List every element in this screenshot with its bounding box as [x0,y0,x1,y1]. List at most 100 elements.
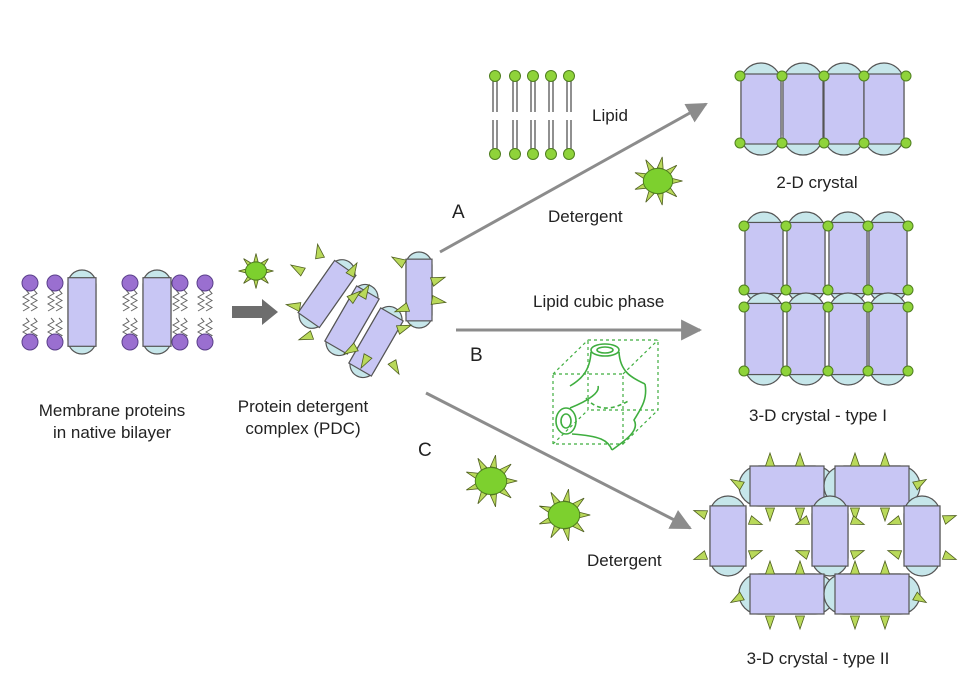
detergent-spike [345,261,358,278]
detergent-spike [886,515,903,525]
crystal-3d-type1-illustration [738,211,914,386]
lipid-head [738,284,750,296]
lipid-tail [130,317,138,340]
lipid-head [563,70,575,82]
detergent-spike [360,353,373,370]
protein-body [347,307,405,377]
lipid-head [171,333,189,351]
cube-front [552,373,624,445]
crystal-3d-type1-label: 3-D crystal - type I [749,406,887,425]
detergent-spike [253,253,259,263]
crystal-2d-label: 2-D crystal [776,173,858,192]
protein [823,465,921,507]
arrow-path-c [425,391,692,530]
protein-body [744,302,784,376]
pdc-label-line2: complex (PDC) [245,419,361,438]
protein [738,573,836,615]
protein-body [828,302,868,376]
lipid-head [858,137,870,149]
detergent-spike [794,550,811,560]
path-c-label: C [418,440,432,461]
lipid-tail [30,289,38,312]
lipid-label: Lipid [592,106,628,125]
protein-body [142,277,172,347]
detergent-spike [764,559,776,575]
protein [405,251,433,329]
cube-edge [622,339,659,375]
path-a-label: A [452,202,465,223]
protein-body [786,221,826,295]
protein [67,269,97,355]
detergent-spike [886,550,903,560]
detergent-spike [849,559,861,575]
lipid-cubic-phase-illustration [552,339,659,451]
membrane-label: Membrane proteins in native bilayer [39,400,185,444]
free-detergent-micelles [466,156,683,542]
arrow-path-a [439,102,708,254]
detergent-spike [912,478,928,491]
detergent-spike [879,451,891,467]
lipid-head [734,137,746,149]
lipid-head [780,301,792,313]
protein [709,495,747,577]
detergent-core [642,167,674,195]
lipid-head [738,301,750,313]
lipid-tail [55,289,63,312]
crystal-2d-illustration [734,62,912,156]
cube-edge [552,339,589,375]
lipid-head [738,220,750,232]
detergent-spike [849,507,861,523]
lipid-molecules-illustration [489,70,575,160]
pdc-label-line1: Protein detergent [237,397,369,416]
detergent-spike [879,507,891,523]
lipid-tail [47,289,55,312]
cube-edge [552,409,589,445]
lipid-head [489,70,501,82]
protein-body [828,221,868,295]
protein [868,211,908,305]
protein-body [868,302,908,376]
lipid-tail [55,317,63,340]
protein-body [740,73,782,145]
lipid-head [822,301,834,313]
detergent-spike [656,156,664,170]
protein-body [823,73,865,145]
tube-top [590,343,620,357]
lipid-head [46,333,64,351]
lipid-head [545,70,557,82]
lipid-head [862,301,874,313]
lipid-head [822,220,834,232]
protein-body [863,73,905,145]
lipid-head [171,274,189,292]
lipid-head [780,284,792,296]
pathway-arrows [425,102,708,530]
detergent-spike [849,615,861,631]
protein [823,62,865,156]
protein [786,292,826,386]
lipid-head [902,301,914,313]
protein [782,62,824,156]
detergent-spike [941,550,958,560]
protein-body [67,277,97,347]
tube-left-inner [560,413,572,429]
protein-body [786,302,826,376]
protein [823,573,921,615]
lipid-head [509,148,521,160]
detergent-spike [794,515,811,525]
protein-body [297,259,357,329]
native-bilayer-illustration [21,269,214,355]
detergent-spike [794,559,806,575]
protein [828,211,868,305]
lipid-head [21,333,39,351]
protein [142,269,172,355]
lipid-tail [205,317,213,340]
protein-body [405,258,433,322]
detergent-micelle [539,488,591,542]
protein [828,292,868,386]
detergent-label-a: Detergent [548,207,623,226]
lipid-head [545,148,557,160]
detergent-spike [849,515,866,525]
lipid-head [527,70,539,82]
lipid-head [776,70,788,82]
